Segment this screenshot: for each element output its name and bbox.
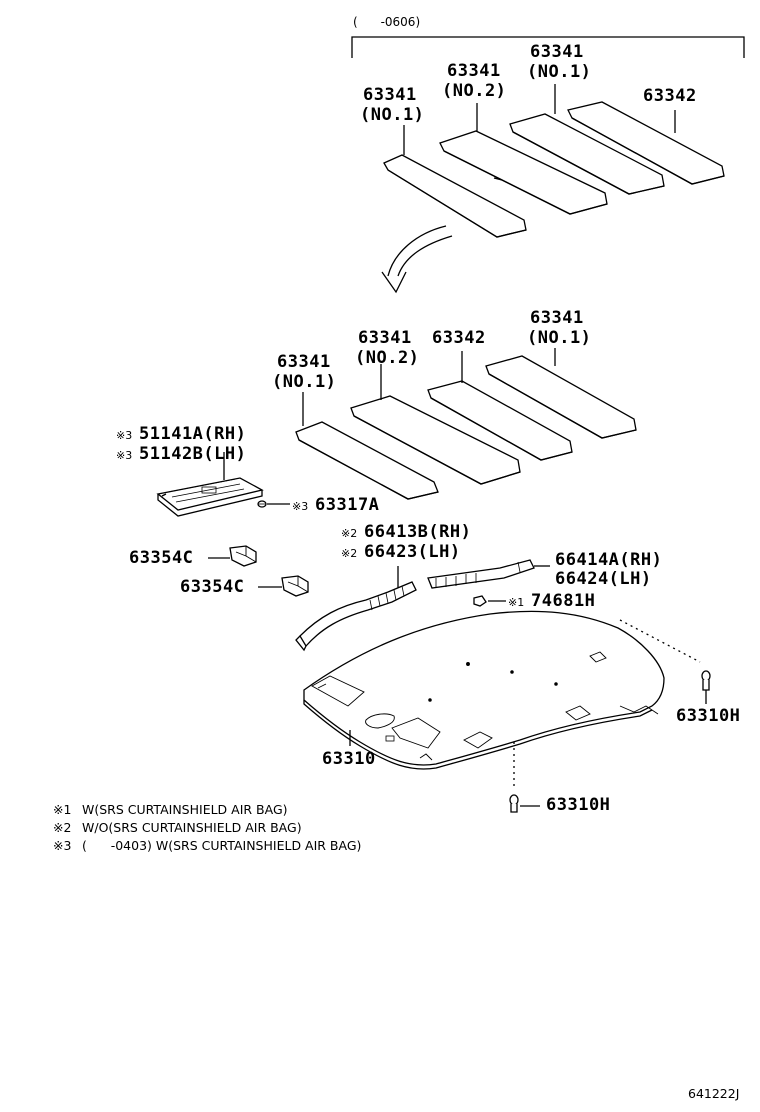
part-sub-no2: (NO.2) xyxy=(442,81,507,101)
part-label-63310: 63310 xyxy=(322,749,376,769)
range-bracket xyxy=(351,36,745,58)
part-label-63341: 63341 xyxy=(530,308,584,328)
part-label-63341: 63341 xyxy=(530,42,584,62)
footnote-text-2: W/O(SRS CURTAINSHIELD AIR BAG) xyxy=(82,820,302,835)
screw-63310h-bottom xyxy=(509,794,519,813)
note-mark: ※3 xyxy=(116,449,133,462)
top-pad-63341-no1 xyxy=(383,154,527,238)
mid-pad-63341-no1 xyxy=(295,421,439,500)
part-label-63341: 63341 xyxy=(363,85,417,105)
note-mark: ※1 xyxy=(508,596,525,609)
part-label-66424: 66424(LH) xyxy=(555,569,652,589)
part-sub-no1: (NO.1) xyxy=(360,105,425,125)
part-label-63310h: 63310H xyxy=(676,706,741,726)
top-pad-63341-no1-b xyxy=(509,113,665,195)
part-label-63354c: 63354C xyxy=(180,577,245,597)
diagram-code: 641222J xyxy=(688,1086,740,1101)
part-label-66414a: 66414A(RH) xyxy=(555,550,663,570)
curved-arrow-icon xyxy=(381,225,453,294)
part-sub-no2: (NO.2) xyxy=(355,348,420,368)
date-range-label: ( -0606) xyxy=(353,15,421,29)
part-label-63310h: 63310H xyxy=(546,795,611,815)
part-label-63341: 63341 xyxy=(447,61,501,81)
note-mark: ※2 xyxy=(341,527,358,540)
mid-pad-63341-no1-b xyxy=(485,355,637,439)
part-label-63341: 63341 xyxy=(358,328,412,348)
clip-63354c-b xyxy=(281,575,309,597)
note-mark: ※3 xyxy=(292,500,309,513)
top-pad-63341-no2 xyxy=(439,130,608,215)
footnote-mark-3: ※3 xyxy=(53,838,72,853)
part-sub-no1: (NO.1) xyxy=(527,62,592,82)
part-label-66413b: 66413B(RH) xyxy=(364,522,472,542)
mid-pad-63341-no2 xyxy=(350,395,521,485)
part-label-74681h: 74681H xyxy=(531,591,596,611)
part-label-63342: 63342 xyxy=(432,328,486,348)
footnote-text-1: W(SRS CURTAINSHIELD AIR BAG) xyxy=(82,802,288,817)
part-label-63342: 63342 xyxy=(643,86,697,106)
clip-74681h xyxy=(473,595,487,607)
clip-63354c-a xyxy=(229,545,257,567)
footnote-text-3: ( -0403) W(SRS CURTAINSHIELD AIR BAG) xyxy=(82,838,362,853)
note-mark: ※3 xyxy=(116,429,133,442)
part-label-51141a: 51141A(RH) xyxy=(139,424,247,444)
part-label-51142b: 51142B(LH) xyxy=(139,444,247,464)
part-sub-no1: (NO.1) xyxy=(272,372,337,392)
headliner-63310 xyxy=(303,610,665,770)
footnote-mark-1: ※1 xyxy=(53,802,72,817)
assist-grip-right xyxy=(427,559,535,589)
part-sub-no1: (NO.1) xyxy=(527,328,592,348)
top-pad-63342 xyxy=(567,101,725,185)
visor-holder-part xyxy=(156,477,264,517)
screw-63310h-right xyxy=(701,670,711,691)
assist-grip-left xyxy=(295,581,417,652)
part-label-66423: 66423(LH) xyxy=(364,542,461,562)
part-label-63317a: 63317A xyxy=(315,495,380,515)
clip-63317a xyxy=(257,500,267,508)
footnote-mark-2: ※2 xyxy=(53,820,72,835)
note-mark: ※2 xyxy=(341,547,358,560)
part-label-63354c: 63354C xyxy=(129,548,194,568)
part-label-63341: 63341 xyxy=(277,352,331,372)
